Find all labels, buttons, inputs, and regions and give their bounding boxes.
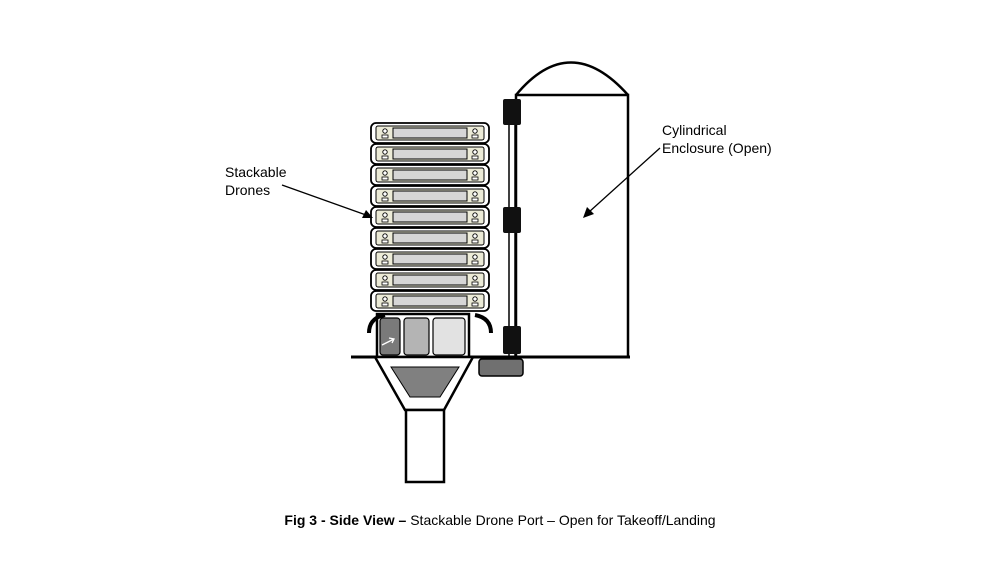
drone-leg (381, 155, 389, 160)
drone-rotor-icon (472, 275, 478, 281)
figure-caption: Fig 3 - Side View – Stackable Drone Port… (0, 512, 1000, 528)
enclosure-leader-line (588, 147, 661, 213)
drone-leg (381, 281, 389, 286)
drone-body (392, 253, 468, 265)
enclosure-label-line1: Cylindrical (662, 122, 727, 138)
bin-mid (403, 317, 430, 356)
cylindrical-enclosure (514, 61, 630, 359)
stackable-drones-label: Stackable Drones (225, 163, 315, 199)
drone-leg (471, 134, 479, 139)
drone-leg (471, 281, 479, 286)
drone-rotor-icon (382, 128, 388, 134)
drone-leg (381, 239, 389, 244)
drone-leg (471, 155, 479, 160)
cradle-arc-right (474, 313, 493, 334)
drone-rotor-icon (472, 191, 478, 197)
drone-leg (471, 239, 479, 244)
stacked-drone (370, 248, 490, 270)
drone-rotor-icon (382, 233, 388, 239)
leader-arrows (281, 147, 661, 218)
stacked-drone (370, 185, 490, 207)
drone-cradle (367, 312, 493, 359)
drone-rotor-icon (472, 170, 478, 176)
drone-stack (370, 122, 490, 312)
drones-arrowhead-icon (362, 210, 373, 218)
drone-leg (471, 197, 479, 202)
drone-leg (471, 302, 479, 307)
drone-rotor-icon (382, 149, 388, 155)
actuator-block (478, 358, 524, 377)
drone-body (392, 169, 468, 181)
drone-rotor-icon (382, 191, 388, 197)
drone-leg (381, 176, 389, 181)
support-pillar (404, 408, 446, 484)
hinge-bottom (503, 326, 521, 354)
bin-arrow-icon (381, 337, 395, 346)
stacked-drone (370, 227, 490, 249)
drone-rotor-icon (382, 275, 388, 281)
enclosure-arrowhead-icon (583, 207, 594, 218)
enclosure-dome (515, 61, 629, 96)
hinge-assembly (503, 99, 521, 358)
drone-leg (381, 197, 389, 202)
cradle-arc-left (367, 313, 386, 334)
caption-rest: Stackable Drone Port – Open for Takeoff/… (406, 512, 716, 528)
drone-rotor-icon (472, 128, 478, 134)
drone-leg (471, 218, 479, 223)
drone-leg (381, 260, 389, 265)
enclosure-body (514, 93, 630, 359)
stacked-drone (370, 164, 490, 186)
drone-body (392, 295, 468, 307)
funnel-inner (390, 366, 460, 398)
drone-leg (381, 218, 389, 223)
hinge-middle (503, 207, 521, 233)
enclosure-label: Cylindrical Enclosure (Open) (662, 121, 802, 157)
drone-rotor-icon (472, 233, 478, 239)
drone-rotor-icon (382, 212, 388, 218)
drone-leg (471, 176, 479, 181)
stacked-drone (370, 122, 490, 144)
drone-body (392, 127, 468, 139)
drone-leg (381, 134, 389, 139)
drone-rotor-icon (472, 149, 478, 155)
drone-body (392, 211, 468, 223)
drones-leader-line (281, 184, 367, 216)
stacked-drone (370, 143, 490, 165)
drone-leg (381, 302, 389, 307)
stacked-drone (370, 290, 490, 312)
stackable-drones-label-line2: Drones (225, 182, 271, 198)
drone-leg (471, 260, 479, 265)
enclosure-label-line2: Enclosure (Open) (662, 140, 772, 156)
hinge-top (503, 99, 521, 125)
drone-rotor-icon (382, 170, 388, 176)
drone-body (392, 190, 468, 202)
drone-rotor-icon (472, 254, 478, 260)
drone-body (392, 274, 468, 286)
drone-body (392, 148, 468, 160)
drone-rotor-icon (472, 296, 478, 302)
drone-rotor-icon (382, 296, 388, 302)
drone-rotor-icon (382, 254, 388, 260)
funnel-hopper (372, 355, 476, 412)
stackable-drones-label-line1: Stackable (225, 164, 287, 180)
stacked-drone (370, 206, 490, 228)
bin-dark (379, 317, 401, 356)
caption-bold: Fig 3 - Side View – (284, 512, 407, 528)
bin-light (432, 317, 466, 356)
stacked-drone (370, 269, 490, 291)
drone-body (392, 232, 468, 244)
drone-rotor-icon (472, 212, 478, 218)
